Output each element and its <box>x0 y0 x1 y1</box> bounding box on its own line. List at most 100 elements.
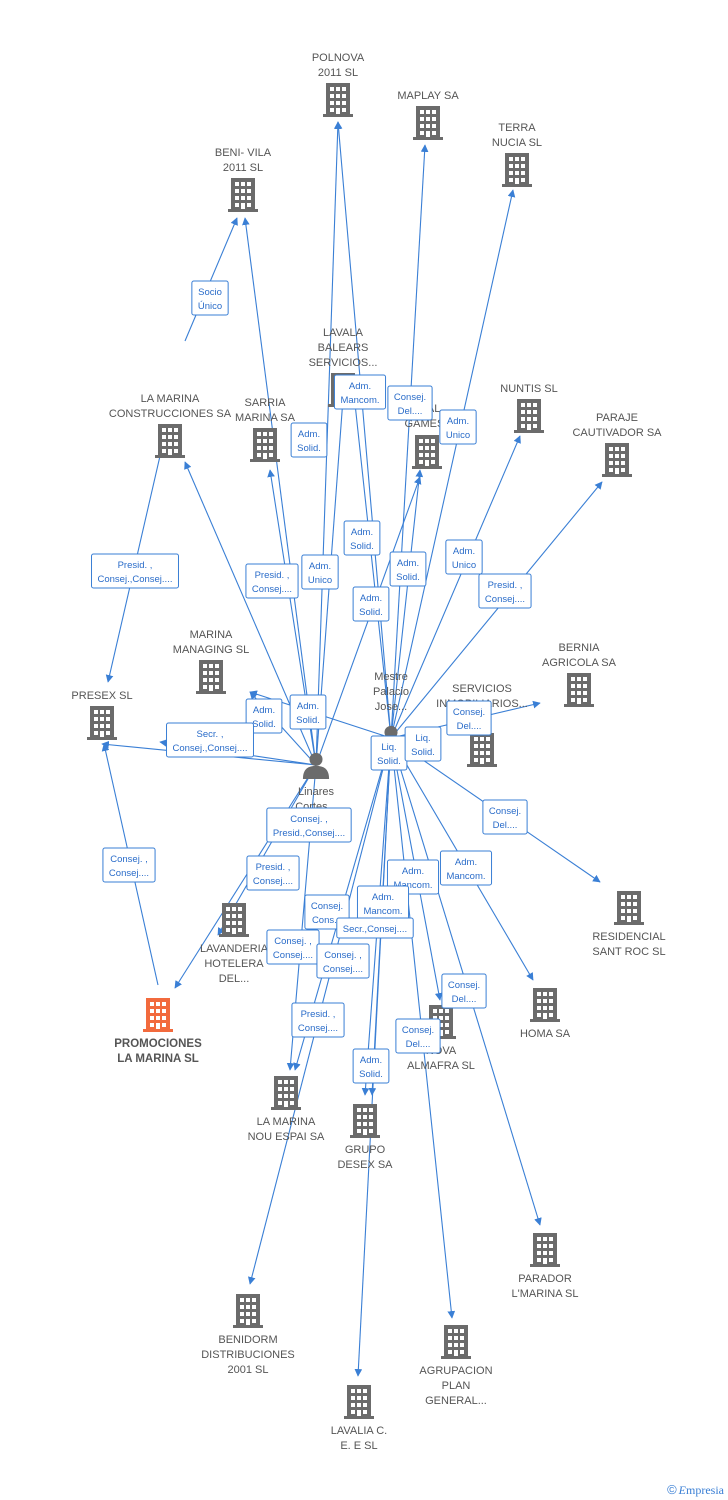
node-label: DESEX SA <box>337 1159 393 1171</box>
relation-label[interactable]: Presid. ,Consej.,Consej.... <box>91 553 179 589</box>
node-label: PARADOR <box>518 1273 572 1285</box>
relation-label-text: Unico <box>308 575 332 586</box>
node-label: LA MARINA SL <box>117 1053 199 1065</box>
relation-label-text: Socio <box>198 287 222 298</box>
relation-label[interactable]: Adm.Solid. <box>245 698 283 734</box>
relation-label-text: Adm. <box>349 381 371 392</box>
relation-label-box <box>102 847 156 883</box>
relation-label[interactable]: Adm.Unico <box>301 554 339 590</box>
node-label: AGRUPACION <box>419 1365 492 1377</box>
relation-label[interactable]: Adm.Solid. <box>343 520 381 556</box>
relation-label[interactable]: Consej.Del.... <box>441 973 487 1009</box>
relation-label[interactable]: Adm.Solid. <box>389 551 427 587</box>
node-lavala-baleares[interactable]: LAVALABALEARSSERVICIOS... <box>309 327 378 407</box>
node-lavalia-ce[interactable]: LAVALIA C.E. E SL <box>331 1385 387 1452</box>
relation-label[interactable]: Consej. ,Consej.... <box>102 847 156 883</box>
relation-label-box <box>289 694 327 730</box>
relation-label[interactable]: Adm.Solid. <box>289 694 327 730</box>
relation-label[interactable]: Liq.Solid. <box>370 735 408 771</box>
relation-label[interactable]: Consej.Del.... <box>446 700 492 736</box>
relation-label-text: Adm. <box>402 866 424 877</box>
relation-label[interactable]: Presid. ,Consej.... <box>245 563 299 599</box>
relation-label[interactable]: Liq.Solid. <box>404 726 442 762</box>
relation-label[interactable]: Presid. ,Consej.... <box>478 573 532 609</box>
building-icon <box>228 178 258 212</box>
relation-label-text: Consej. <box>394 392 426 403</box>
relation-label-text: Adm. <box>297 701 319 712</box>
relation-label[interactable]: Adm.Solid. <box>290 422 328 458</box>
relation-label-text: Adm. <box>372 892 394 903</box>
relation-label-box <box>387 385 433 421</box>
relation-label-box <box>478 573 532 609</box>
relation-label[interactable]: Consej.Del.... <box>395 1018 441 1054</box>
relation-label-text: Consej.,Consej.... <box>98 574 173 585</box>
relation-label-text: Mancom. <box>340 395 379 406</box>
node-nuntis[interactable]: NUNTIS SL <box>500 383 558 433</box>
node-presex[interactable]: PRESEX SL <box>71 690 133 740</box>
node-mestre-palacio[interactable]: MestrePalacioJose... <box>373 671 409 752</box>
relation-label[interactable]: Presid. ,Consej.... <box>246 855 300 891</box>
relation-label[interactable]: Adm.Solid. <box>352 586 390 622</box>
relation-label[interactable]: Consej. ,Consej.... <box>266 929 320 965</box>
building-icon <box>350 1104 380 1138</box>
building-icon <box>564 673 594 707</box>
relation-label-text: Del.... <box>493 820 518 831</box>
node-lavanderia-hotelera[interactable]: LAVANDERIAHOTELERADEL... <box>200 903 269 985</box>
relation-label-text: Del.... <box>452 994 477 1005</box>
footer-brand[interactable]: ©Empresia <box>667 1482 724 1498</box>
relation-label[interactable]: Adm.Mancom. <box>439 850 493 886</box>
relation-label[interactable]: Adm. Mancom. <box>333 374 387 410</box>
relation-label-text: Del.... <box>457 721 482 732</box>
node-homa[interactable]: HOMA SA <box>520 988 571 1040</box>
relation-label-text: Adm. <box>360 593 382 604</box>
node-label: PRESEX SL <box>71 690 132 702</box>
relation-label[interactable]: Adm.Unico <box>445 539 483 575</box>
relation-label[interactable]: Adm.Unico <box>439 409 477 445</box>
node-label: LA MARINA <box>257 1116 316 1128</box>
building-icon <box>441 1325 471 1359</box>
relation-label[interactable]: Secr.,Consej.... <box>336 917 414 939</box>
building-icon <box>514 399 544 433</box>
node-label: CONSTRUCCIONES SA <box>109 408 232 420</box>
relation-label-text: Adm. <box>455 857 477 868</box>
node-label: LAVALIA C. <box>331 1425 387 1437</box>
node-label: 2011 SL <box>223 162 263 174</box>
relation-label[interactable]: Consej.Del.... <box>482 799 528 835</box>
relation-edge <box>390 469 424 739</box>
node-linares-cortes[interactable]: LinaresCortes... <box>295 752 337 813</box>
node-label: Mestre <box>374 671 408 683</box>
relation-label[interactable]: Consej. ,Consej.... <box>316 943 370 979</box>
relation-label[interactable]: Consej. ,Presid.,Consej.... <box>266 807 352 843</box>
node-label: BENIDORM <box>218 1334 277 1346</box>
building-icon <box>196 660 226 694</box>
relation-label[interactable]: Presid. ,Consej.... <box>291 1002 345 1038</box>
node-maplay[interactable]: MAPLAY SA <box>397 90 459 140</box>
node-agrupacion-plan[interactable]: AGRUPACIONPLANGENERAL... <box>419 1325 493 1407</box>
node-label: Jose... <box>375 701 407 713</box>
relation-label[interactable]: Adm.Solid. <box>352 1048 390 1084</box>
relation-label[interactable]: Adm.Mancom. <box>356 885 410 921</box>
relation-label-box <box>441 973 487 1009</box>
relation-label[interactable]: Consej.Del.... <box>387 385 433 421</box>
node-label: RESIDENCIAL <box>592 931 665 943</box>
relation-label-text: Cons... <box>312 915 342 926</box>
building-icon <box>413 106 443 140</box>
relation-label[interactable]: Secr. ,Consej.,Consej.... <box>166 722 254 758</box>
relation-label-text: Presid. , <box>256 862 291 873</box>
relation-label-box <box>245 698 283 734</box>
